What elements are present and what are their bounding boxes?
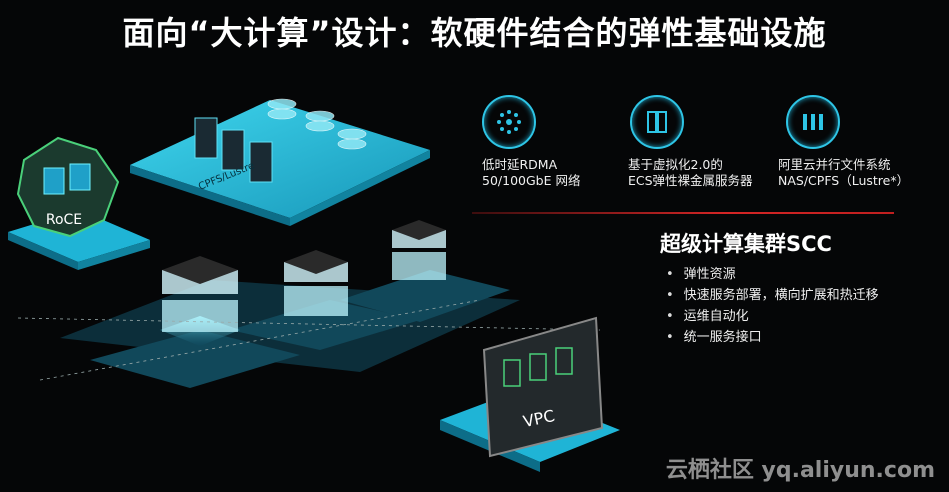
server-rack-icon (630, 95, 684, 149)
list-item: 弹性资源 (666, 264, 879, 285)
scc-title: 超级计算集群SCC (660, 228, 879, 258)
feature-storage-line1: 阿里云并行文件系统 (778, 157, 948, 173)
list-item: 统一服务接口 (666, 327, 879, 348)
page-title: 面向“大计算”设计：软硬件结合的弹性基础设施 (0, 8, 949, 54)
parallel-storage-icon (786, 95, 840, 149)
feature-ecs-line2: ECS弹性裸金属服务器 (628, 173, 798, 189)
watermark: 云栖社区 yq.aliyun.com (666, 452, 935, 484)
scc-feature-list: 弹性资源 快速服务部署，横向扩展和热迁移 运维自动化 统一服务接口 (660, 264, 879, 348)
feature-ecs-line1: 基于虚拟化2.0的 (628, 157, 798, 173)
section-divider (472, 212, 894, 214)
feature-rdma-line2: 50/100GbE 网络 (482, 173, 652, 189)
scc-panel: 超级计算集群SCC 弹性资源 快速服务部署，横向扩展和热迁移 运维自动化 统一服… (660, 228, 879, 348)
feature-rdma-line1: 低时延RDMA (482, 157, 652, 173)
list-item: 运维自动化 (666, 306, 879, 327)
list-item: 快速服务部署，横向扩展和热迁移 (666, 285, 879, 306)
network-hub-icon (482, 95, 536, 149)
feature-storage-line2: NAS/CPFS（Lustre*） (778, 173, 948, 189)
roce-platform: RoCE (8, 138, 150, 270)
roce-label: RoCE (46, 212, 82, 228)
vpc-platform: VPC (440, 318, 620, 472)
cpfs-platform: CPFS/Lustre (130, 99, 430, 226)
